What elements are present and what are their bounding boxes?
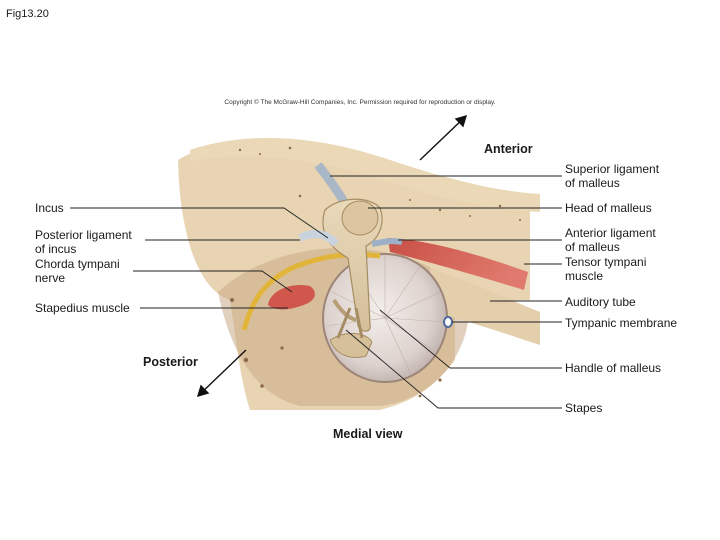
leader-incus — [70, 207, 329, 239]
leader-stapes — [345, 329, 562, 409]
tympanic-vessel-dot — [443, 316, 453, 328]
label-line: Auditory tube — [565, 295, 636, 309]
slide-label: Fig13.20 — [6, 8, 49, 20]
label-tensor-tympani-muscle: Tensor tympani muscle — [565, 255, 646, 283]
direction-anterior: Anterior — [484, 142, 533, 156]
leader-handle-of-malleus — [379, 309, 562, 369]
label-line: Incus — [35, 201, 64, 215]
ossicles — [298, 198, 383, 358]
label-incus: Incus — [35, 201, 64, 215]
stapedius-muscle-shape — [268, 284, 315, 310]
label-line: muscle — [565, 269, 604, 283]
label-chorda-tympani-nerve: Chorda tympani nerve — [35, 257, 120, 285]
anterior-arrow — [419, 114, 468, 161]
label-line: Tympanic membrane — [565, 316, 678, 330]
label-stapedius-muscle: Stapedius muscle — [35, 301, 130, 315]
bone-speckles — [230, 146, 521, 398]
label-line: Posterior ligament — [35, 228, 132, 242]
anterior-ligament-shape — [371, 238, 403, 247]
label-line: Stapes — [565, 401, 603, 415]
label-line: Handle of malleus — [565, 361, 662, 375]
label-auditory-tube: Auditory tube — [565, 295, 636, 309]
label-line: nerve — [35, 271, 66, 285]
direction-posterior: Posterior — [143, 355, 198, 369]
label-line: Superior ligament — [565, 162, 660, 176]
label-line: of malleus — [565, 240, 620, 254]
posterior-arrow — [196, 349, 247, 398]
tensor-tympani-shape — [388, 238, 528, 290]
label-line: Anterior ligament — [565, 226, 656, 240]
label-line: Stapedius muscle — [35, 301, 130, 315]
label-anterior-ligament-of-malleus: Anterior ligament of malleus — [565, 226, 656, 254]
label-line: of incus — [35, 242, 77, 256]
label-handle-of-malleus: Handle of malleus — [565, 361, 661, 375]
label-tympanic-membrane: Tympanic membrane — [565, 316, 677, 330]
copyright-notice: Copyright © The McGraw-Hill Companies, I… — [224, 99, 496, 106]
leader-lines-right — [330, 175, 562, 409]
label-superior-ligament-of-malleus: Superior ligament of malleus — [565, 162, 659, 190]
label-line: of malleus — [565, 176, 620, 190]
view-label: Medial view — [333, 427, 403, 441]
label-posterior-ligament-of-incus: Posterior ligament of incus — [35, 228, 132, 256]
auditory-tube-shape — [430, 268, 540, 345]
label-line: Tensor tympani — [565, 255, 647, 269]
leader-lines-left — [70, 207, 329, 309]
label-stapes: Stapes — [565, 401, 602, 415]
label-line: Head of malleus — [565, 201, 652, 215]
leader-chorda-tympani — [133, 270, 293, 293]
label-line: Chorda tympani — [35, 257, 120, 271]
label-head-of-malleus: Head of malleus — [565, 201, 652, 215]
